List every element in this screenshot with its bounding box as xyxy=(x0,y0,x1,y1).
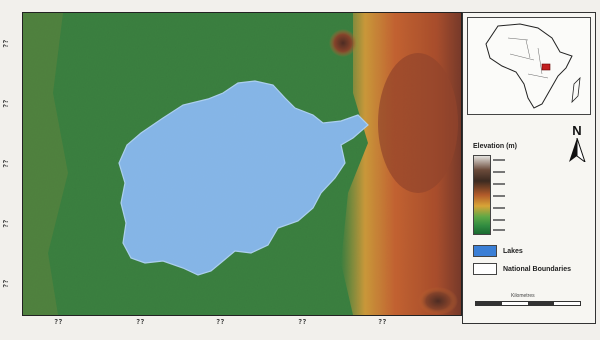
elevation-legend-title: Elevation (m) xyxy=(473,143,517,150)
lakes-label: Lakes xyxy=(502,247,523,255)
scale-bar: Kilometres xyxy=(471,293,587,309)
africa-outline xyxy=(485,23,581,109)
africa-locator-inset xyxy=(467,17,591,115)
terrain-svg xyxy=(23,13,461,315)
boundaries-label: National Boundaries xyxy=(502,265,572,273)
legend-panel: N Elevation (m) Lakes National Boundarie… xyxy=(462,12,596,324)
axis-left-tick: ?? xyxy=(2,279,10,288)
axis-bottom-tick: ?? xyxy=(136,318,145,326)
axis-left-tick: ?? xyxy=(2,99,10,108)
elevation-ramp-ticks xyxy=(493,155,517,233)
axis-bottom-tick: ?? xyxy=(216,318,225,326)
legend-boundaries: National Boundaries xyxy=(473,263,571,275)
scale-bar-graphic xyxy=(475,301,581,306)
axis-left-tick: ?? xyxy=(2,39,10,48)
axis-bottom-tick: ?? xyxy=(54,318,63,326)
axis-left-tick: ?? xyxy=(2,219,10,228)
north-arrow: N xyxy=(563,123,591,167)
elevation-color-ramp xyxy=(473,155,491,235)
study-area-marker xyxy=(541,63,551,71)
boundaries-swatch xyxy=(473,263,497,275)
axis-bottom-tick: ?? xyxy=(298,318,307,326)
north-arrow-icon xyxy=(569,137,586,164)
scale-label: Kilometres xyxy=(511,293,535,299)
axis-bottom-tick: ?? xyxy=(378,318,387,326)
lakes-swatch xyxy=(473,245,497,257)
elevation-map[interactable] xyxy=(22,12,462,316)
north-letter: N xyxy=(572,123,582,138)
legend-lakes: Lakes xyxy=(473,245,523,257)
axis-left-tick: ?? xyxy=(2,159,10,168)
